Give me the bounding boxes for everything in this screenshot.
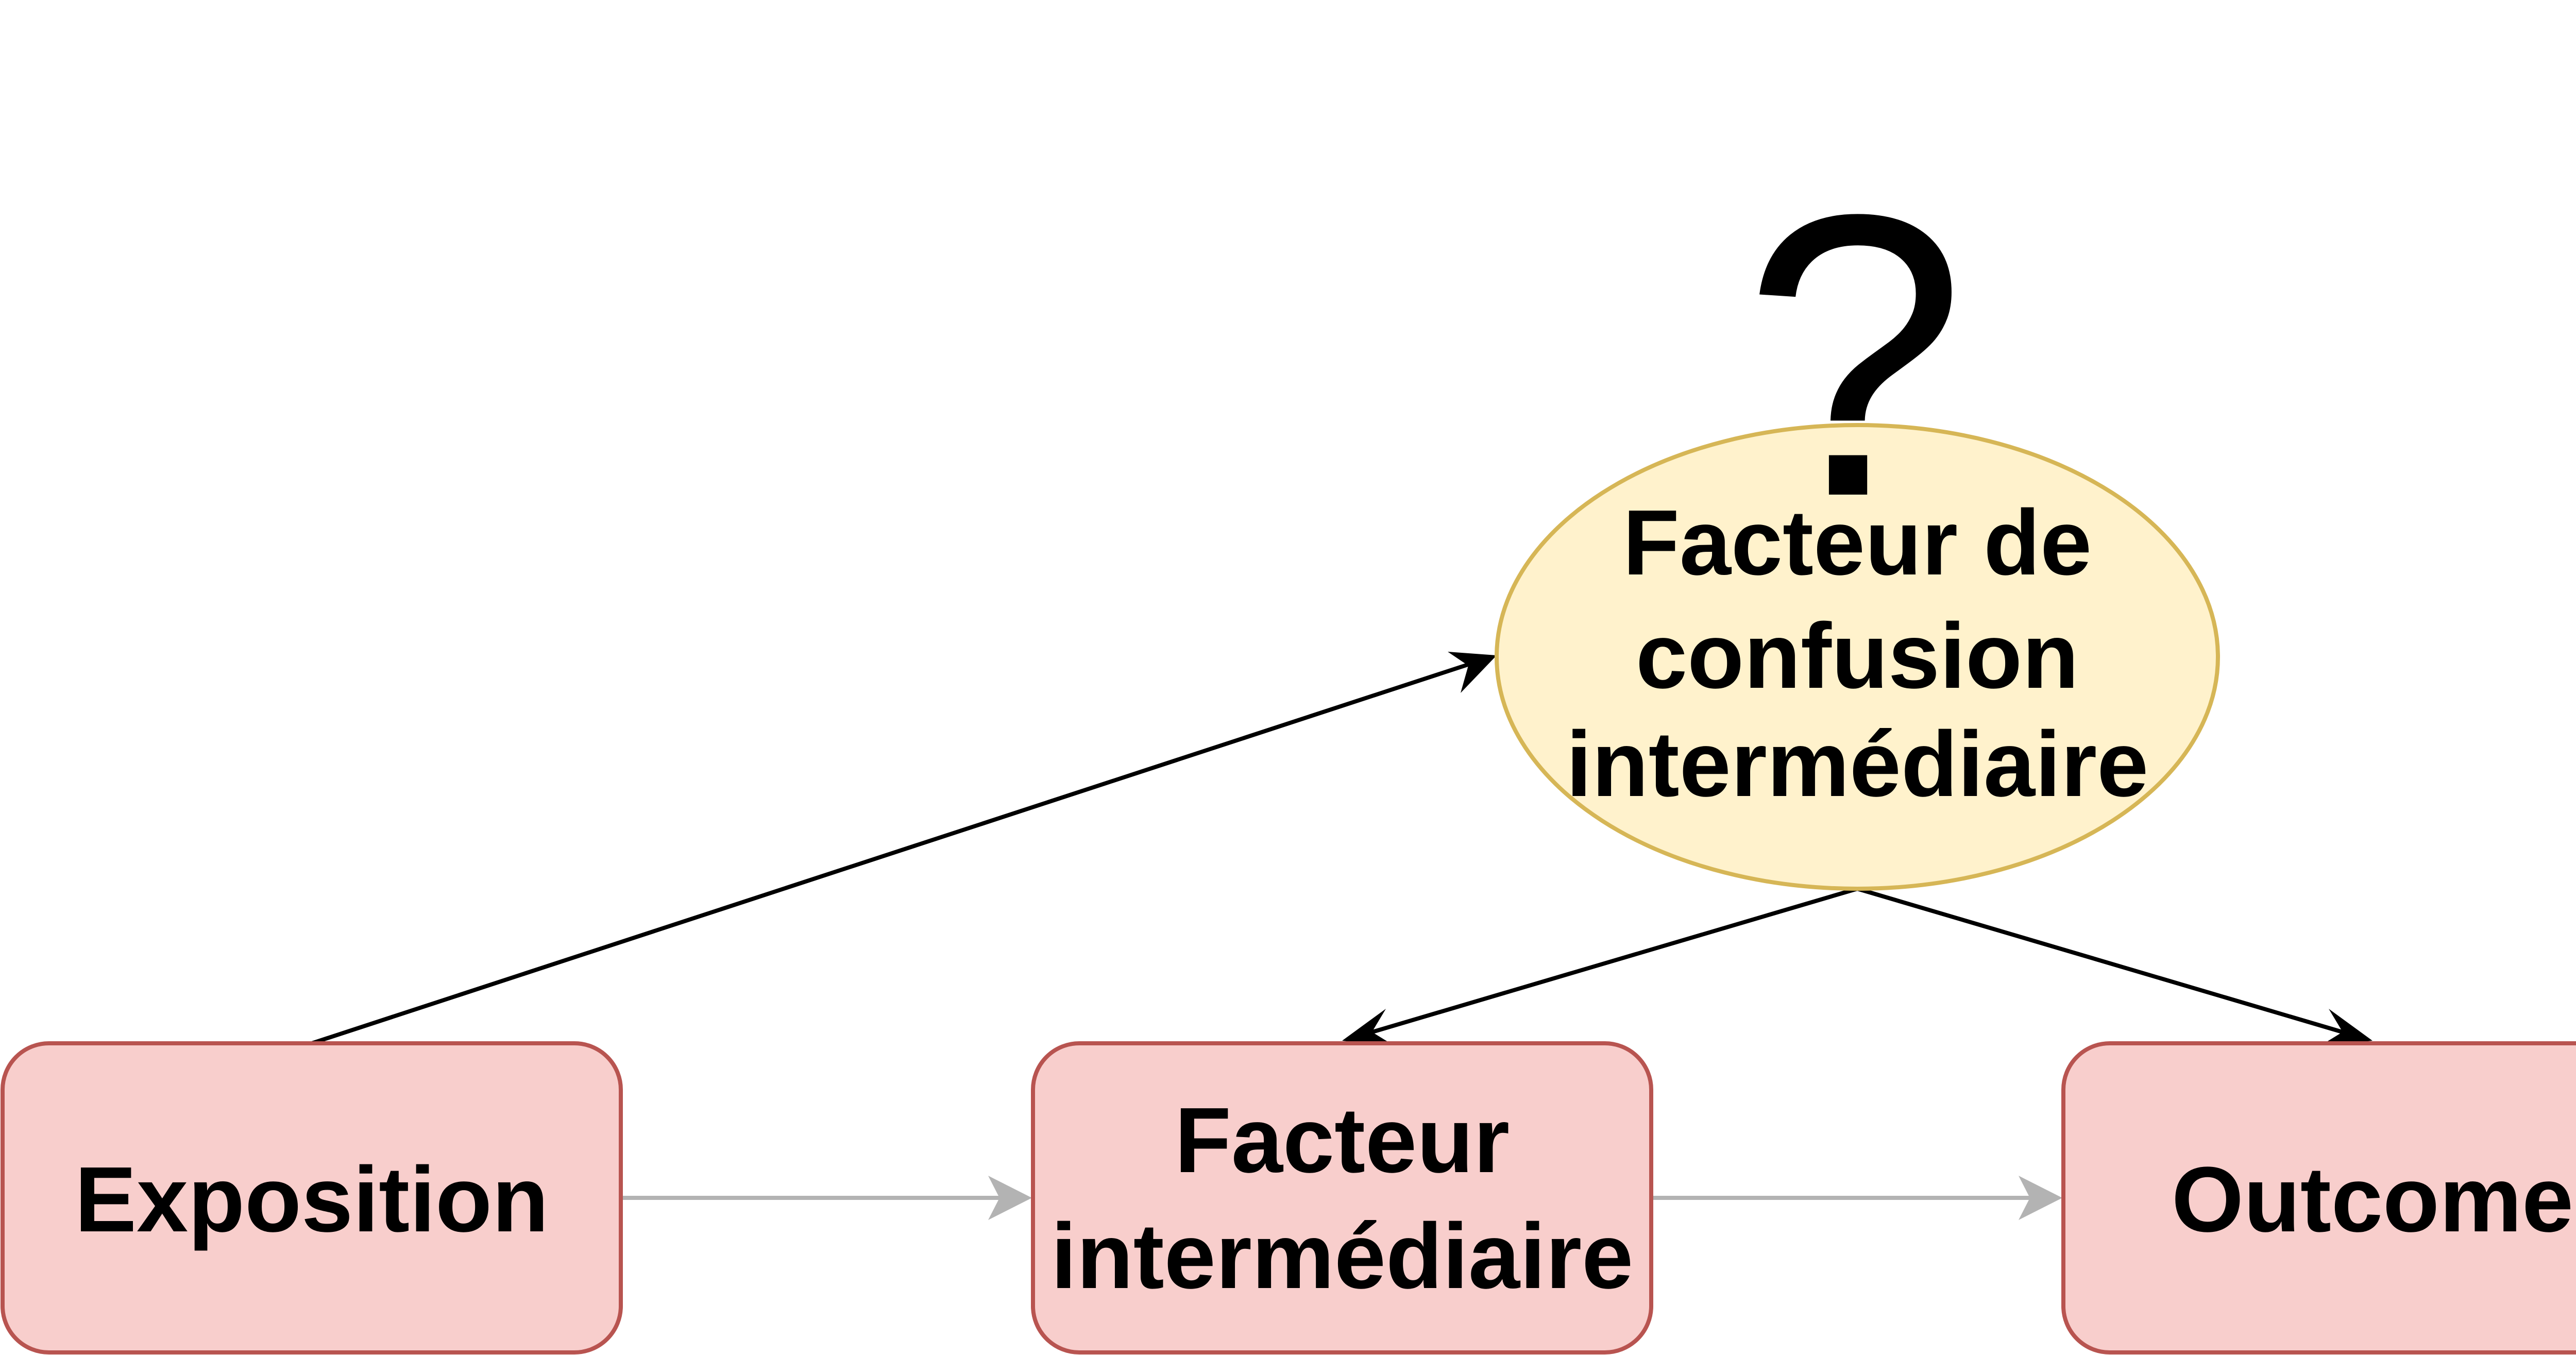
node-intermediate[interactable]: Facteur intermédiaire bbox=[1031, 1041, 1653, 1354]
arrowhead-exposition-to-intermediate bbox=[988, 1176, 1032, 1220]
arrowhead-intermediate-to-outcome bbox=[2019, 1176, 2062, 1220]
node-exposition[interactable]: Exposition bbox=[1, 1041, 623, 1354]
confounder-ellipse bbox=[1495, 423, 2220, 891]
arrowhead-confounder-to-intermediate bbox=[1342, 1009, 1396, 1047]
edges bbox=[311, 652, 2372, 1220]
exposition-box bbox=[1, 1041, 623, 1354]
intermediate-label-line-1: Facteur bbox=[1175, 1089, 1510, 1192]
edge-exposition-to-confounder bbox=[311, 655, 1493, 1045]
intermediate-label-line-2: intermédiaire bbox=[1051, 1205, 1633, 1308]
confounder-label-line-1: Facteur de bbox=[1623, 491, 2092, 595]
node-outcome[interactable]: Outcome bbox=[2061, 1041, 2576, 1354]
outcome-box bbox=[2061, 1041, 2576, 1354]
node-confounder[interactable]: Facteur de confusion intermédiaire bbox=[1495, 423, 2220, 891]
intermediate-box bbox=[1031, 1041, 1653, 1354]
confounder-label-line-2: confusion bbox=[1636, 604, 2079, 708]
edge-confounder-to-intermediate bbox=[1359, 887, 1858, 1038]
outcome-label: Outcome bbox=[2172, 1148, 2573, 1251]
confounder-label-line-3: intermédiaire bbox=[1566, 713, 2148, 816]
question-mark: ? bbox=[1743, 131, 1967, 580]
edge-confounder-to-outcome bbox=[1856, 887, 2355, 1038]
arrowhead-exposition-to-confounder bbox=[1448, 652, 1497, 693]
exposition-label: Exposition bbox=[75, 1148, 549, 1251]
arrowhead-confounder-to-outcome bbox=[2318, 1009, 2372, 1047]
